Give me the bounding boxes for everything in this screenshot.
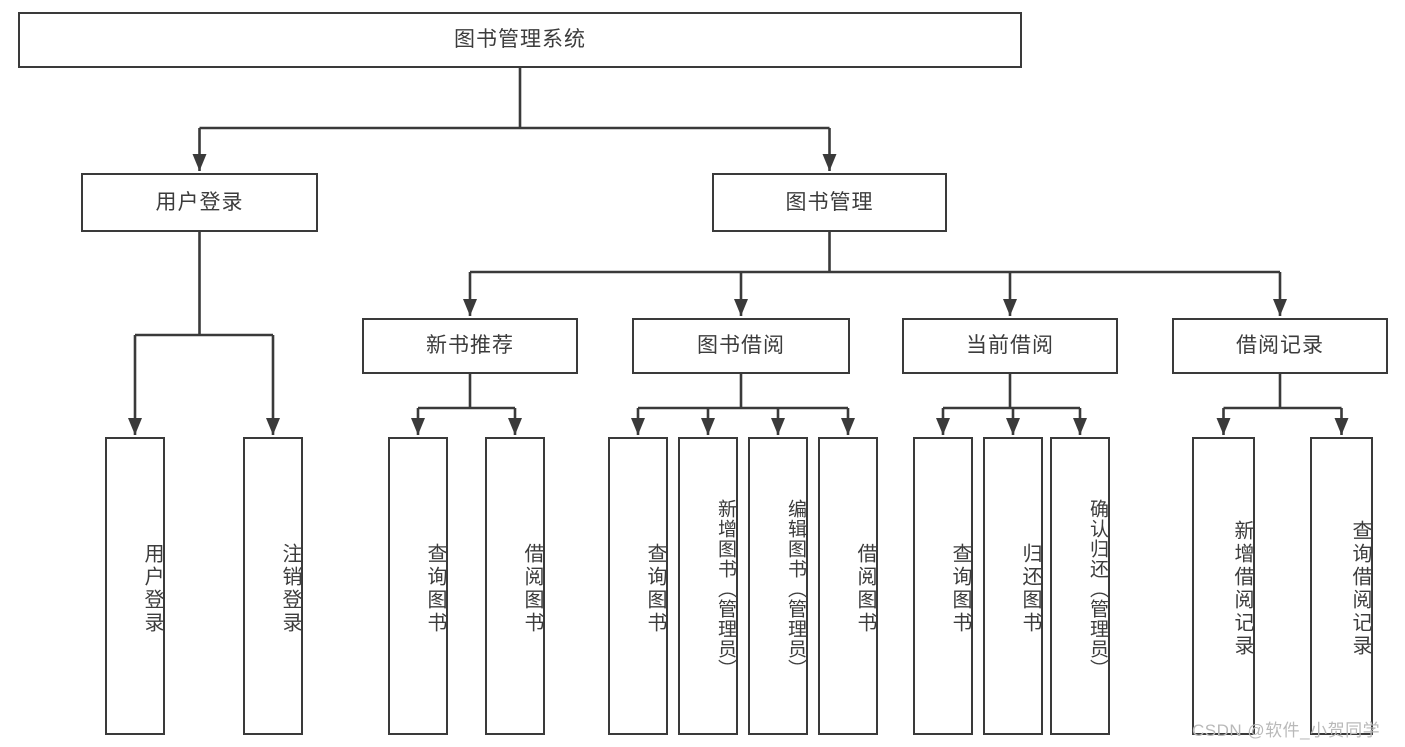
node-leaf-11[interactable]: 新增借阅记录 xyxy=(1192,437,1255,735)
node-leaf-3[interactable]: 借阅图书 xyxy=(485,437,545,735)
node-leaf-6[interactable]: 编辑图书（管理员） xyxy=(748,437,808,735)
node-label: 归还图书 xyxy=(1019,543,1041,635)
node-leaf-5[interactable]: 新增图书（管理员） xyxy=(678,437,738,735)
node-leaf-10[interactable]: 确认归还（管理员） xyxy=(1050,437,1110,735)
node-leaf-2[interactable]: 查询图书 xyxy=(388,437,448,735)
node-label: 借阅图书 xyxy=(854,543,876,635)
node-level2-2[interactable]: 当前借阅 xyxy=(902,318,1118,374)
node-leaf-1[interactable]: 注销登录 xyxy=(243,437,303,735)
node-label: 借阅记录 xyxy=(1236,334,1324,358)
node-level2-3[interactable]: 借阅记录 xyxy=(1172,318,1388,374)
node-label: 借阅图书 xyxy=(521,543,543,635)
node-level1-1[interactable]: 图书管理 xyxy=(712,173,947,232)
node-label: 查询借阅记录 xyxy=(1349,520,1371,658)
node-leaf-7[interactable]: 借阅图书 xyxy=(818,437,878,735)
node-label: 图书管理系统 xyxy=(454,28,586,52)
node-label: 新增图书（管理员） xyxy=(715,499,736,679)
node-label: 查询图书 xyxy=(424,543,446,635)
node-leaf-4[interactable]: 查询图书 xyxy=(608,437,668,735)
node-label: 查询图书 xyxy=(949,543,971,635)
node-root-root[interactable]: 图书管理系统 xyxy=(18,12,1022,68)
node-level1-0[interactable]: 用户登录 xyxy=(81,173,318,232)
node-leaf-12[interactable]: 查询借阅记录 xyxy=(1310,437,1373,735)
node-level2-0[interactable]: 新书推荐 xyxy=(362,318,578,374)
node-label: 当前借阅 xyxy=(966,334,1054,358)
node-leaf-8[interactable]: 查询图书 xyxy=(913,437,973,735)
node-label: 编辑图书（管理员） xyxy=(785,499,806,679)
node-label: 用户登录 xyxy=(155,190,244,214)
csdn-watermark: CSDN @软件_小贺同学 xyxy=(1192,721,1381,740)
node-label: 新增借阅记录 xyxy=(1231,520,1253,658)
node-leaf-0[interactable]: 用户登录 xyxy=(105,437,165,735)
node-label: 注销登录 xyxy=(279,543,301,635)
node-leaf-9[interactable]: 归还图书 xyxy=(983,437,1043,735)
node-label: 图书借阅 xyxy=(697,334,785,358)
node-label: 新书推荐 xyxy=(426,334,514,358)
node-label: 确认归还（管理员） xyxy=(1087,499,1108,679)
node-label: 用户登录 xyxy=(141,543,163,635)
node-level2-1[interactable]: 图书借阅 xyxy=(632,318,850,374)
node-label: 图书管理 xyxy=(785,190,874,214)
node-label: 查询图书 xyxy=(644,543,666,635)
